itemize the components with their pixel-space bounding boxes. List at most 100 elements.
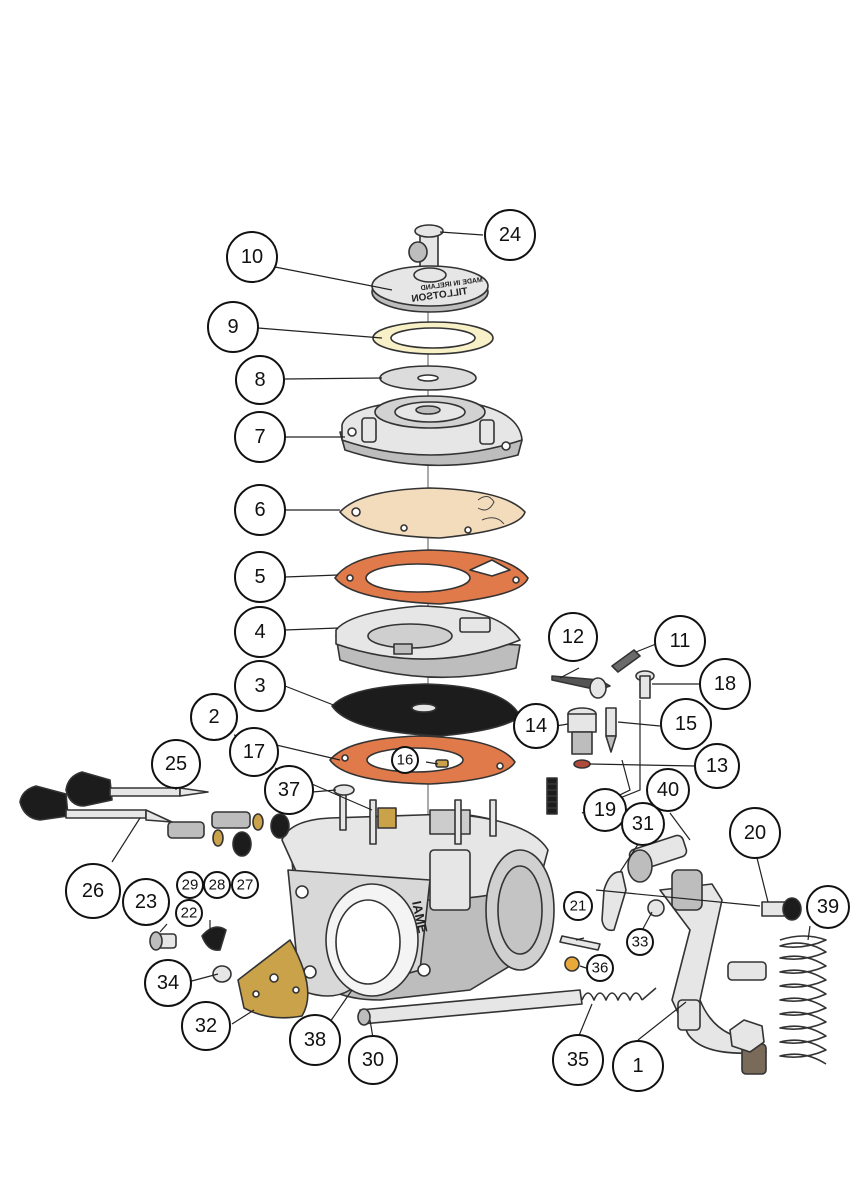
callout-27: 27 xyxy=(231,871,259,899)
callout-circle xyxy=(694,743,740,789)
callout-circle xyxy=(699,658,751,710)
callout-33: 33 xyxy=(626,928,654,956)
part-38-carb-body: IAME xyxy=(281,789,555,1001)
callout-label: 12 xyxy=(562,626,584,648)
callout-label: 23 xyxy=(135,891,157,913)
part-24-screw xyxy=(408,224,444,271)
callout-34: 34 xyxy=(144,959,192,1007)
callout-circle xyxy=(348,1035,398,1085)
callout-circle xyxy=(231,871,259,899)
part-3-black-diaphragm xyxy=(331,683,521,737)
callout-label: 19 xyxy=(594,799,616,821)
callout-label: 38 xyxy=(304,1029,326,1051)
part-25-needle xyxy=(65,771,209,807)
callout-9: 9 xyxy=(207,301,259,353)
callout-label: 36 xyxy=(592,960,609,977)
callout-label: 20 xyxy=(744,822,766,844)
callout-label: 21 xyxy=(570,898,587,915)
callout-16: 16 xyxy=(391,746,419,774)
part-9-ring-gasket xyxy=(372,321,494,355)
callout-24: 24 xyxy=(484,209,536,261)
callout-circle xyxy=(654,615,706,667)
callout-label: 3 xyxy=(254,675,265,697)
part-5-orange-gasket xyxy=(334,549,529,605)
callout-circle xyxy=(563,891,593,921)
part-39-spring xyxy=(779,935,827,1065)
callout-circle xyxy=(207,301,259,353)
callout-label: 30 xyxy=(362,1049,384,1071)
callout-circle xyxy=(229,727,279,777)
callout-4: 4 xyxy=(234,606,286,658)
callout-label: 18 xyxy=(714,673,736,695)
callout-label: 6 xyxy=(254,499,265,521)
callout-22: 22 xyxy=(175,899,203,927)
part-12-lever xyxy=(551,675,611,699)
callout-30: 30 xyxy=(348,1035,398,1085)
callout-label: 14 xyxy=(525,715,547,737)
callout-circle xyxy=(583,788,627,832)
callout-36: 36 xyxy=(586,954,614,982)
callout-label: 34 xyxy=(157,972,179,994)
callout-circle xyxy=(234,660,286,712)
part-4-metering-body xyxy=(335,605,521,679)
callout-circle xyxy=(151,739,201,789)
part-30-throttle-shaft xyxy=(357,989,583,1026)
callout-label: 7 xyxy=(254,426,265,448)
callout-circle xyxy=(190,693,238,741)
callout-3: 3 xyxy=(234,660,286,712)
callout-2: 2 xyxy=(190,693,238,741)
callout-38: 38 xyxy=(289,1014,341,1066)
needle-springs-rings xyxy=(167,811,290,857)
callout-25: 25 xyxy=(151,739,201,789)
part-37-screw xyxy=(333,784,355,796)
part-32-throttle-plate xyxy=(237,939,309,1019)
callout-circle xyxy=(181,1001,231,1051)
part-18-screw xyxy=(635,670,655,699)
callout-label: 39 xyxy=(817,896,839,918)
callout-label: 11 xyxy=(670,630,691,652)
callout-21: 21 xyxy=(563,891,593,921)
callout-circle xyxy=(484,209,536,261)
callout-circle xyxy=(226,231,278,283)
callout-13: 13 xyxy=(694,743,740,789)
part-40-swivel xyxy=(627,834,688,883)
callout-7: 7 xyxy=(234,411,286,463)
callout-17: 17 xyxy=(229,727,279,777)
callout-label: 35 xyxy=(567,1049,589,1071)
part-11-hinge-pin xyxy=(611,649,641,673)
callout-label: 26 xyxy=(82,880,104,902)
callout-5: 5 xyxy=(234,551,286,603)
callout-label: 4 xyxy=(254,621,265,643)
callout-circle xyxy=(144,959,192,1007)
callout-26: 26 xyxy=(65,863,121,919)
part-35-spring xyxy=(581,987,657,1001)
callout-label: 22 xyxy=(181,905,198,922)
part-13-oring xyxy=(573,759,591,769)
part-21-pin xyxy=(559,935,601,951)
callout-label: 28 xyxy=(209,877,226,894)
callout-label: 5 xyxy=(254,566,265,588)
part-7-pump-cover xyxy=(339,395,523,467)
callout-circle xyxy=(548,612,598,662)
callout-15: 15 xyxy=(660,698,712,750)
callout-label: 29 xyxy=(182,877,199,894)
callout-label: 8 xyxy=(254,369,265,391)
part-34-screw xyxy=(212,965,232,983)
part-6-diaphragm xyxy=(339,487,526,539)
callout-circle xyxy=(391,746,419,774)
part-19-spring xyxy=(546,777,558,815)
part-36-ball xyxy=(564,956,580,972)
callout-circle xyxy=(552,1034,604,1086)
callout-18: 18 xyxy=(699,658,751,710)
body-stamp-text: IAME xyxy=(409,900,430,935)
callout-label: 37 xyxy=(278,779,300,801)
callout-label: 40 xyxy=(657,779,679,801)
callout-37: 37 xyxy=(264,765,314,815)
part-26-needle xyxy=(19,785,173,823)
callout-29: 29 xyxy=(176,871,204,899)
part-15-needle xyxy=(605,707,617,753)
callout-circle xyxy=(612,1040,664,1092)
part-14-needle-seat xyxy=(567,707,597,755)
